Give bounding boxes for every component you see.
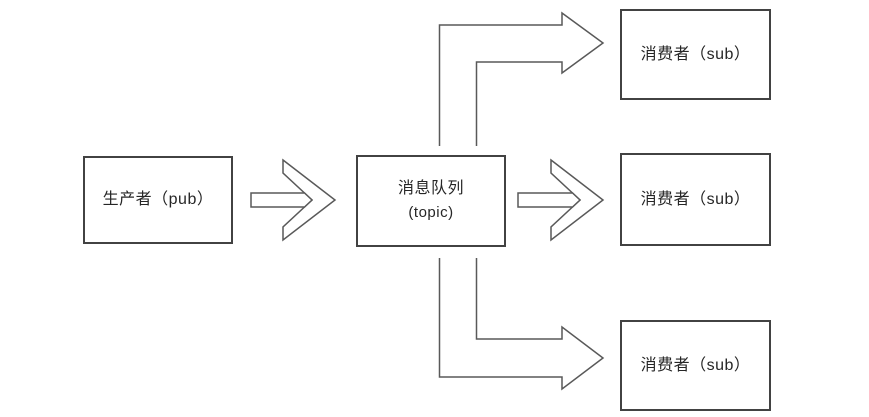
node-consumer-middle: 消费者（sub） <box>620 153 771 246</box>
node-queue-label-line1: 消息队列 <box>397 180 464 197</box>
node-consumer-bottom: 消费者（sub） <box>620 320 771 411</box>
node-message-queue: 消息队列 (topic) <box>356 155 506 247</box>
node-consumer-top-label: 消费者（sub） <box>640 45 751 63</box>
arrow-queue-to-consumer-top <box>438 11 605 146</box>
node-producer-label: 生产者（pub） <box>102 191 214 208</box>
node-consumer-top: 消费者（sub） <box>620 9 771 100</box>
arrow-producer-to-queue <box>250 158 337 242</box>
chevron-arrow-shaft <box>517 192 582 208</box>
node-producer: 生产者（pub） <box>83 156 233 244</box>
arrow-queue-to-consumer-bottom <box>438 258 605 391</box>
node-consumer-middle-label: 消费者（sub） <box>640 190 751 208</box>
node-queue-label-line2: (topic) <box>408 204 454 221</box>
node-consumer-bottom-label: 消费者（sub） <box>640 356 751 374</box>
chevron-right-arrow-icon <box>550 158 605 242</box>
chevron-right-arrow-icon <box>282 158 337 242</box>
bent-down-right-arrow-icon <box>438 258 605 391</box>
arrow-queue-to-consumer-middle <box>517 158 605 242</box>
chevron-arrow-shaft <box>250 192 314 208</box>
bent-up-right-arrow-icon <box>438 11 605 146</box>
